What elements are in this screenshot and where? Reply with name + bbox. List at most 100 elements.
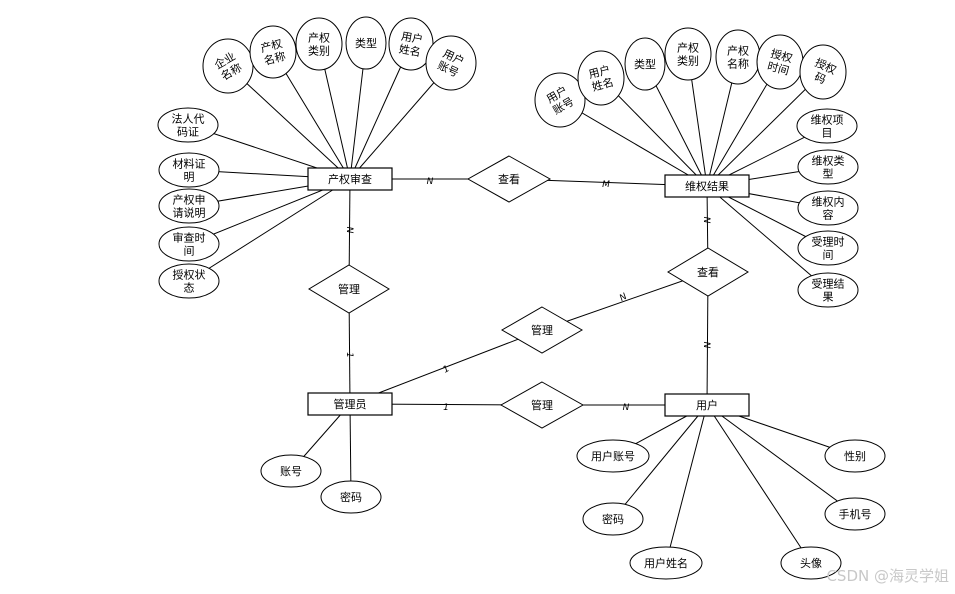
entity-chanquan: 产权审查 [307, 167, 393, 191]
attribute-label: 产权 [259, 36, 284, 55]
attribute-a6: 用户账号 [425, 35, 477, 91]
attribute-b2: 用户姓名 [577, 50, 625, 106]
entity-box [664, 174, 750, 198]
attribute-label: 材料证 [173, 157, 206, 171]
attribute-label: 时间 [766, 60, 791, 78]
relationship-label: 管理 [338, 282, 360, 296]
attribute-label: 间 [823, 249, 834, 262]
attribute-label: 手机号 [839, 507, 872, 521]
attribute-label: 用户 [400, 29, 424, 47]
relationship-r_chakan1: 查看 [466, 155, 552, 203]
entity-label: 产权审查 [328, 172, 372, 186]
relationship-diamond [667, 247, 749, 297]
cardinality-label: N [701, 342, 711, 349]
attribute-ellipse [295, 17, 343, 71]
attribute-ellipse [534, 72, 586, 128]
cardinality-label: 1 [344, 352, 354, 358]
attribute-edge [188, 178, 351, 282]
attribute-ellipse [577, 50, 625, 106]
attribute-edge [706, 404, 856, 515]
attribute-ellipse [629, 546, 703, 580]
attribute-ellipse [582, 502, 644, 536]
attribute-ellipse [799, 44, 847, 100]
cardinality-label: N [427, 177, 434, 187]
attribute-label: 产权 [308, 31, 330, 45]
attribute-label: 间 [184, 245, 195, 258]
attribute-label: 维权内 [812, 195, 845, 209]
attribute-label: 法人代 [172, 112, 205, 126]
cardinality-label: N [618, 292, 629, 304]
relationship-label: 查看 [697, 265, 719, 279]
entity-label: 维权结果 [685, 180, 729, 193]
attribute-edge [706, 71, 824, 187]
attribute-ellipse [249, 25, 297, 79]
cardinality-label: M [602, 180, 610, 190]
attribute-ellipse [780, 546, 842, 580]
entity-weiquan: 维权结果 [664, 174, 750, 198]
cardinality-label: 1 [443, 403, 449, 413]
relationship-r_guanli3: 管理 [499, 381, 585, 429]
attribute-label: 姓名 [398, 42, 422, 60]
attribute-ellipse [260, 454, 322, 488]
attribute-c1: 账号 [260, 454, 322, 488]
entity-label: 管理员 [334, 397, 367, 411]
relationship-diamond [308, 264, 390, 314]
attribute-label: 码 [812, 70, 827, 86]
relationship-diamond [500, 306, 584, 354]
attribute-label: 容 [823, 208, 834, 222]
watermark-text: CSDN @海灵学姐 [826, 567, 949, 585]
attribute-ellipse [425, 35, 477, 91]
attribute-label: 产权 [727, 44, 749, 58]
attribute-label: 码证 [177, 126, 199, 139]
attribute-ellipse [158, 226, 220, 262]
attribute-ellipse [158, 263, 220, 299]
relationship-label: 管理 [531, 398, 553, 412]
attribute-d5: 用户姓名 [629, 546, 703, 580]
attribute-ellipse [345, 16, 387, 70]
attribute-ellipse [824, 497, 886, 531]
attribute-b1: 用户账号 [534, 72, 586, 128]
attribute-ellipse [157, 107, 219, 143]
attribute-c2: 密码 [320, 480, 382, 514]
attribute-edge [706, 404, 812, 564]
attribute-ellipse [158, 188, 220, 224]
relationship-label: 查看 [498, 172, 520, 186]
entity-box [307, 167, 393, 191]
cardinality-label: N [701, 217, 711, 224]
nodes-layer: 查看管理查看管理管理产权审查维权结果管理员用户企业名称产权名称产权类别类型用户姓… [157, 16, 886, 580]
relationship-diamond [466, 155, 552, 203]
relationship-r_guanli1: 管理 [308, 264, 390, 314]
attribute-ellipse [624, 37, 666, 91]
attribute-label: 请说明 [173, 206, 206, 220]
attribute-d4: 手机号 [824, 497, 886, 531]
attribute-d1: 用户账号 [576, 439, 650, 473]
relationship-diamond [499, 381, 585, 429]
attribute-label: 类别 [677, 54, 699, 68]
attribute-label: 产权申 [173, 193, 206, 207]
attribute-label: 授权状 [173, 268, 206, 282]
attribute-d2: 性别 [824, 439, 886, 473]
attribute-label: 产权 [677, 41, 699, 55]
attribute-d6: 头像 [780, 546, 842, 580]
attribute-edge [612, 404, 708, 520]
attribute-label: 名称 [262, 49, 287, 68]
attribute-label: 授权 [769, 46, 794, 65]
attribute-b7: 授权码 [799, 44, 847, 100]
attribute-label: 目 [822, 127, 833, 140]
attribute-label: 用户账号 [591, 449, 635, 463]
relationship-r_guanli2: 管理 [500, 306, 584, 354]
attribute-ellipse [824, 439, 886, 473]
